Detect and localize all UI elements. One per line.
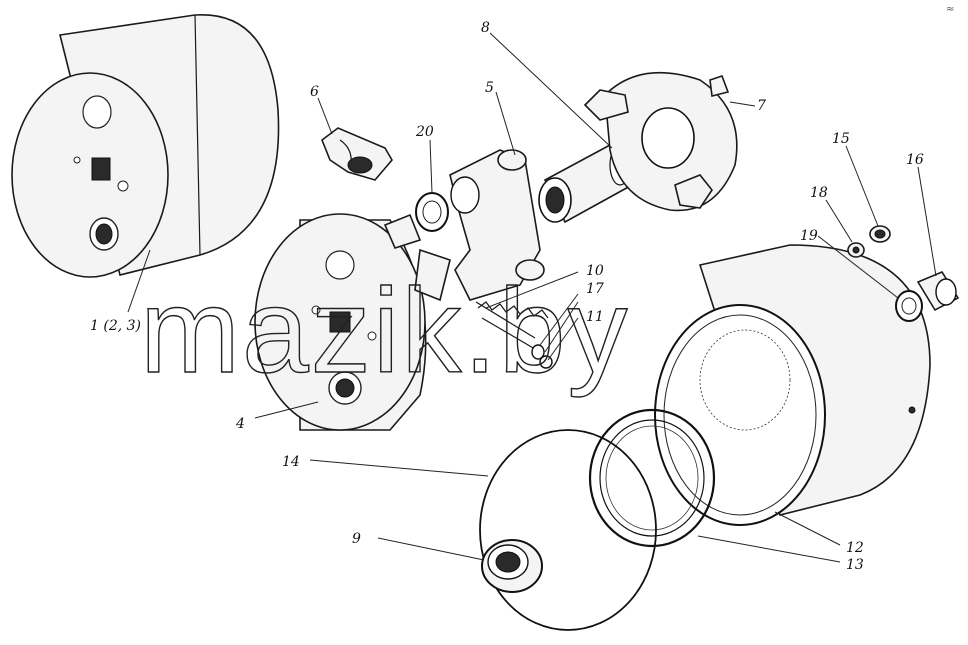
part-18-nut: [847, 242, 865, 258]
part-5-lever: [449, 149, 545, 301]
part-14-o-ring: [479, 429, 657, 631]
part-19-washer: [895, 290, 923, 322]
label-6: 6: [310, 84, 319, 100]
label-18: 18: [810, 185, 828, 201]
watermark-text: mazik.by: [140, 264, 629, 398]
part-15-plug: [869, 225, 891, 243]
part-10-spring: [475, 301, 549, 353]
part-4-disk: [254, 213, 451, 431]
part-13-gasket: [588, 408, 716, 548]
label-15: 15: [832, 131, 850, 147]
label-12: 12: [846, 540, 864, 556]
corner-mark: ≈: [946, 4, 954, 15]
label-19: 19: [800, 228, 818, 244]
label-9: 9: [352, 531, 361, 547]
label-7: 7: [757, 98, 766, 114]
label-5: 5: [485, 80, 494, 96]
leader-lines: [127, 32, 937, 563]
label-8: 8: [481, 20, 490, 36]
part-17-washer: [531, 344, 545, 360]
part-16-fitting: [916, 270, 960, 312]
part-7-flange: [583, 71, 738, 212]
part-1-drum: [11, 14, 280, 278]
label-20: 20: [415, 124, 434, 140]
part-labels: 1 (2, 3) 4 5 6 7 8 9 10 11 12 13 14 15 1…: [90, 20, 924, 573]
part-9-seal: [481, 539, 543, 593]
label-10: 10: [586, 263, 604, 279]
label-1: 1 (2, 3): [90, 318, 141, 334]
part-12-housing: [654, 244, 931, 526]
part-6-bushing: [321, 127, 393, 181]
part-20-washer: [415, 192, 449, 232]
label-4: 4: [235, 416, 245, 432]
label-17: 17: [586, 281, 604, 297]
label-14: 14: [282, 454, 300, 470]
label-16: 16: [906, 152, 924, 168]
label-11: 11: [586, 309, 604, 325]
label-13: 13: [846, 557, 864, 573]
